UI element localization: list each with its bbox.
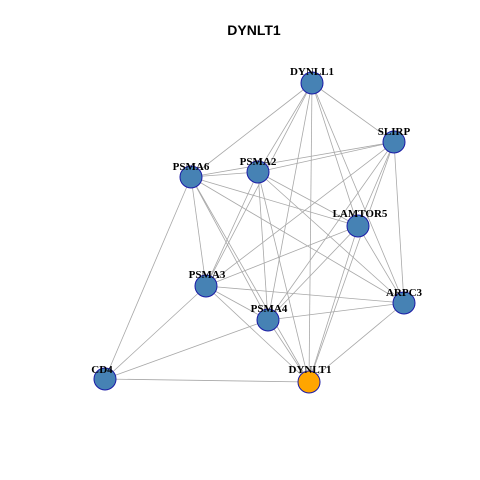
edge-psma2-psma4 [257,171,269,321]
edge-psma4-cd4 [104,319,269,380]
edge-slirp-psma2 [257,141,395,173]
edge-psma3-dynlt1 [205,285,310,383]
edge-lamtor5-arpc3 [357,225,405,304]
edge-lamtor5-dynlt1 [308,225,359,383]
node-circle[interactable] [297,370,321,394]
node-label: PSMA4 [251,303,288,315]
node-dynlt1[interactable]: DYNLT1 [289,364,332,394]
edge-slirp-lamtor5 [357,141,395,227]
edge-slirp-psma6 [190,141,395,178]
edge-psma6-cd4 [104,176,192,380]
node-label: SLIRP [378,126,411,138]
node-circle[interactable] [392,291,416,315]
node-circle[interactable] [382,130,406,154]
node-circle[interactable] [93,367,117,391]
edge-psma6-arpc3 [190,176,405,304]
edge-slirp-arpc3 [393,141,405,304]
edge-dynll1-lamtor5 [311,82,359,227]
edge-psma2-dynlt1 [257,171,310,383]
node-label: LAMTOR5 [333,208,388,220]
edge-psma2-arpc3 [257,171,405,304]
edge-lamtor5-psma4 [267,225,359,321]
node-label: DYNLL1 [290,66,334,78]
node-circle[interactable] [194,274,218,298]
node-label: PSMA3 [189,269,226,281]
node-circle[interactable] [246,160,270,184]
node-label: CD4 [91,364,113,376]
edge-dynll1-slirp [311,82,395,143]
node-circle[interactable] [346,214,370,238]
node-label: PSMA2 [240,156,277,168]
node-label: PSMA6 [173,161,210,173]
edge-psma4-arpc3 [267,302,405,321]
edge-psma3-psma4 [205,285,269,321]
node-circle[interactable] [256,308,280,332]
node-psma2[interactable]: PSMA2 [240,156,277,184]
node-label: DYNLT1 [289,364,332,376]
node-circle[interactable] [179,165,203,189]
edge-psma6-dynlt1 [190,176,310,383]
edge-lamtor5-psma3 [205,225,359,287]
graph-title: DYNLT1 [227,22,281,38]
edge-dynll1-dynlt1 [308,82,313,383]
node-cd4[interactable]: CD4 [91,364,117,391]
edge-layer [104,82,405,383]
node-label: ARPC3 [386,287,423,299]
node-arpc3[interactable]: ARPC3 [386,287,423,315]
edge-psma2-lamtor5 [257,171,359,227]
node-slirp[interactable]: SLIRP [378,126,411,154]
edge-psma3-arpc3 [205,285,405,304]
edge-psma6-lamtor5 [190,176,359,227]
edge-arpc3-dynlt1 [308,302,405,383]
node-lamtor5[interactable]: LAMTOR5 [333,208,388,238]
edge-slirp-dynlt1 [308,141,395,383]
edge-dynll1-psma6 [190,82,313,178]
edge-psma6-psma4 [190,176,269,321]
edge-psma3-cd4 [104,285,207,380]
node-psma4[interactable]: PSMA4 [251,303,288,332]
edge-psma2-psma3 [205,171,259,287]
node-psma3[interactable]: PSMA3 [189,269,226,298]
edge-psma4-dynlt1 [267,319,310,383]
node-circle[interactable] [300,71,324,95]
edge-psma6-psma3 [190,176,207,287]
edge-slirp-psma3 [205,141,395,287]
node-dynll1[interactable]: DYNLL1 [290,66,334,95]
edge-dynll1-psma4 [267,82,313,321]
node-psma6[interactable]: PSMA6 [173,161,210,189]
edge-cd4-dynlt1 [104,378,310,383]
edge-slirp-psma4 [267,141,395,321]
edge-dynll1-psma2 [257,82,313,173]
